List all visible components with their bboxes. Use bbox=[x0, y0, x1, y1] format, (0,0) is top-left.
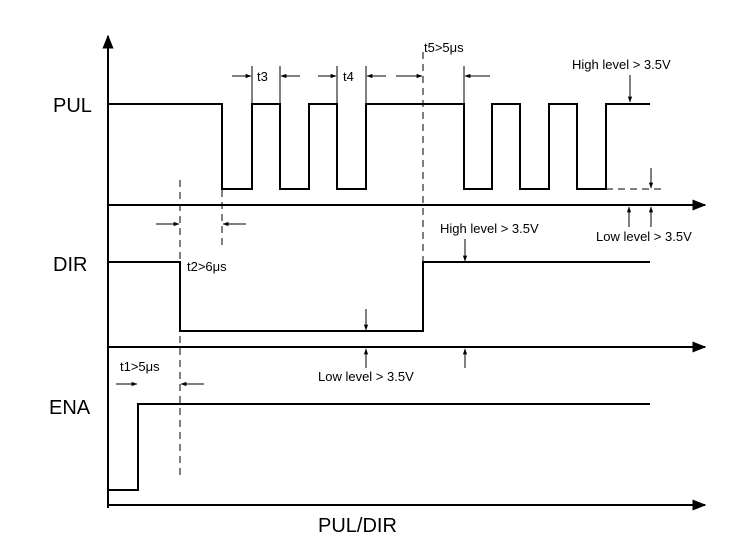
pul-low-level-label: Low level > 3.5V bbox=[596, 229, 692, 244]
x-axis-label: PUL/DIR bbox=[318, 515, 397, 537]
dir-low-level-label: Low level > 3.5V bbox=[318, 369, 414, 384]
t2-label: t2>6μs bbox=[187, 259, 227, 274]
pul-waveform bbox=[108, 103, 650, 190]
t1-label: t1>5μs bbox=[120, 359, 160, 374]
ena-label: ENA bbox=[49, 397, 91, 419]
dir-waveform bbox=[108, 261, 650, 332]
t5-label: t5>5μs bbox=[424, 40, 464, 55]
pul-high-level-label: High level > 3.5V bbox=[572, 57, 671, 72]
pul-label: PUL bbox=[53, 95, 92, 117]
dir-high-level-label: High level > 3.5V bbox=[440, 221, 539, 236]
dir-label: DIR bbox=[53, 254, 87, 276]
t4-label: t4 bbox=[343, 69, 354, 84]
ena-waveform bbox=[108, 403, 650, 491]
t3-label: t3 bbox=[257, 69, 268, 84]
